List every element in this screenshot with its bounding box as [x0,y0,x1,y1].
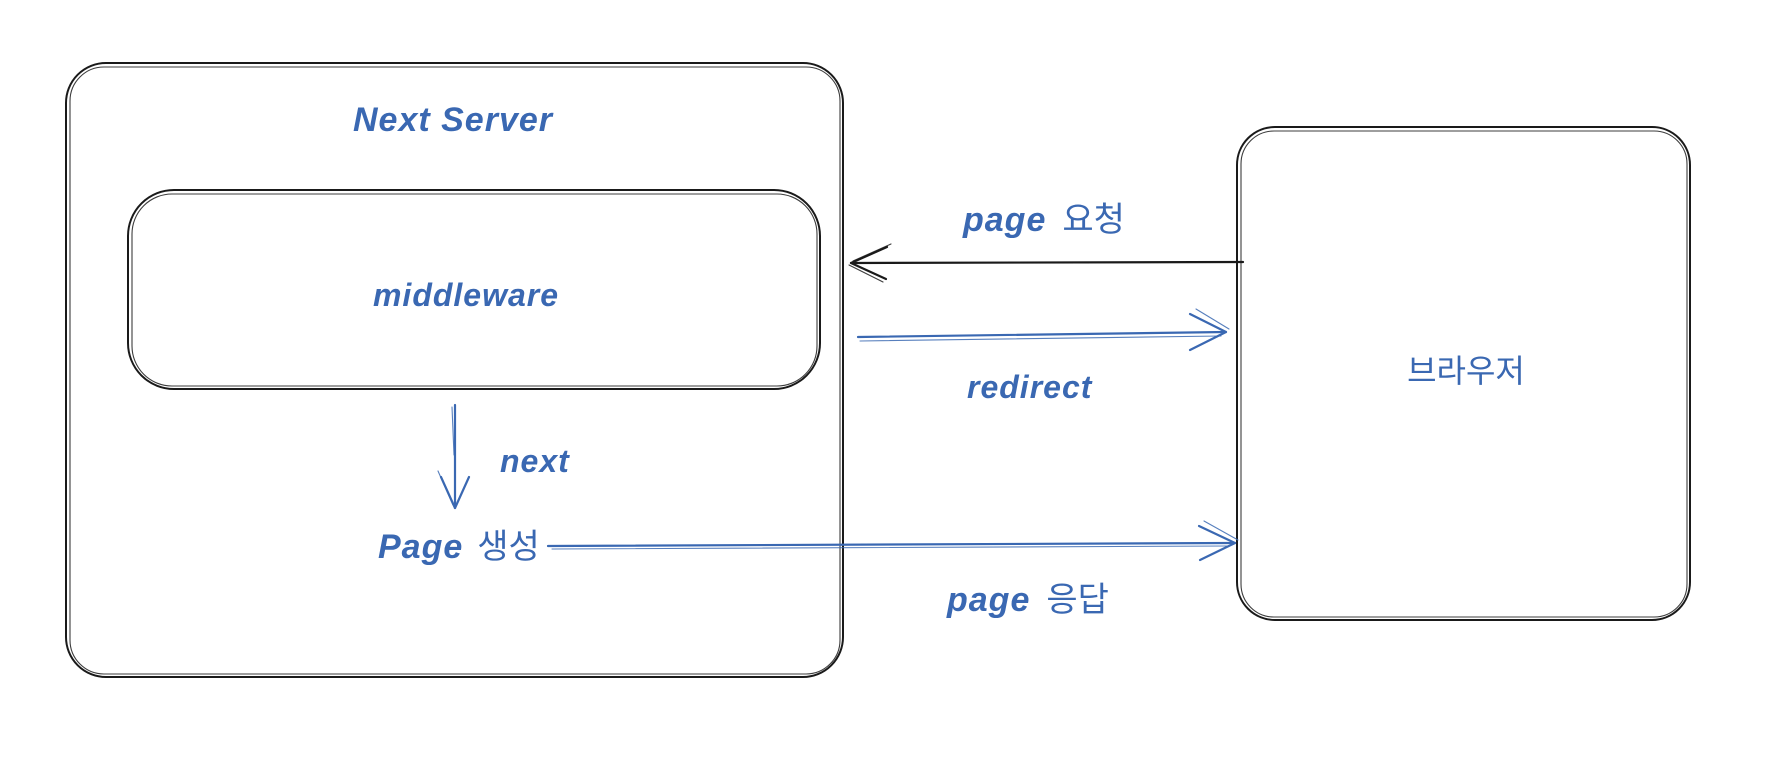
browser-box [1236,126,1691,621]
next-arrow-label: next [500,443,570,479]
page-request-label-en: page [962,201,1046,239]
redirect-arrow [856,308,1230,352]
page-request-label-ko: 요청 [1062,201,1125,239]
page-response-arrow [546,520,1239,562]
page-create-label: Page 생성 [378,528,540,566]
next-server-box [65,62,844,678]
page-request-arrow [848,243,1245,283]
page-response-label-en: page [946,581,1030,619]
redirect-label: redirect [967,369,1093,405]
middleware-label: middleware [373,277,559,313]
page-response-label-ko: 응답 [1046,581,1109,619]
browser-label: 브라우저 [1407,353,1525,389]
page-response-label: page 응답 [946,581,1109,619]
page-create-label-en: Page [378,528,463,566]
page-request-label: page 요청 [962,201,1125,239]
next-server-title: Next Server [353,101,554,139]
next-arrow [437,403,471,510]
middleware-box [127,189,821,390]
page-create-label-ko: 생성 [477,528,540,566]
